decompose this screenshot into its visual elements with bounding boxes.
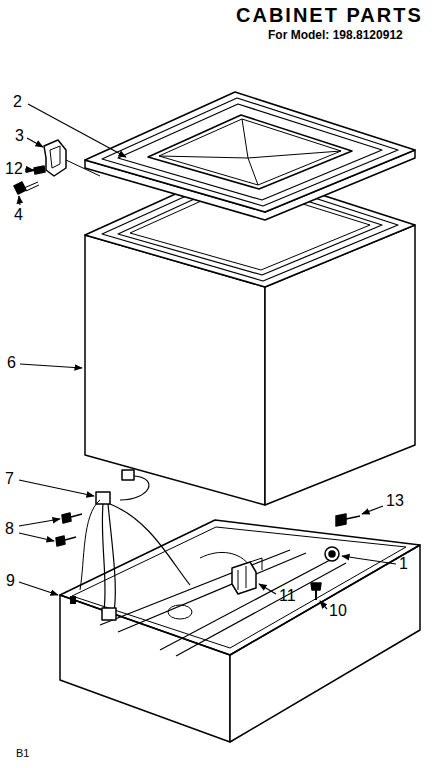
lid-frame [85,92,415,220]
page-title: CABINET PARTS [236,5,423,25]
callout-number: 2 [13,94,22,110]
callout-number: 4 [14,207,23,223]
callout-number: 6 [7,355,16,371]
callout-number: 3 [15,128,24,144]
callout-number: 8 [5,521,14,537]
callout-number: 1 [399,556,408,572]
callout-number: 7 [5,471,14,487]
callout-number: 10 [329,603,347,619]
screw [56,513,82,546]
leader-lines [19,104,396,609]
wiring-harness [80,470,250,620]
callout-number: 13 [386,493,404,509]
base-pan [60,520,420,742]
page-code: B1 [16,748,29,759]
relay-bracket [232,558,262,594]
callout-number: 11 [279,588,296,604]
cabinet-body [85,167,415,505]
callout-number: 12 [5,161,23,177]
callout-number: 9 [6,573,15,589]
lid-latch [14,140,100,194]
model-number: For Model: 198.8120912 [268,29,403,41]
